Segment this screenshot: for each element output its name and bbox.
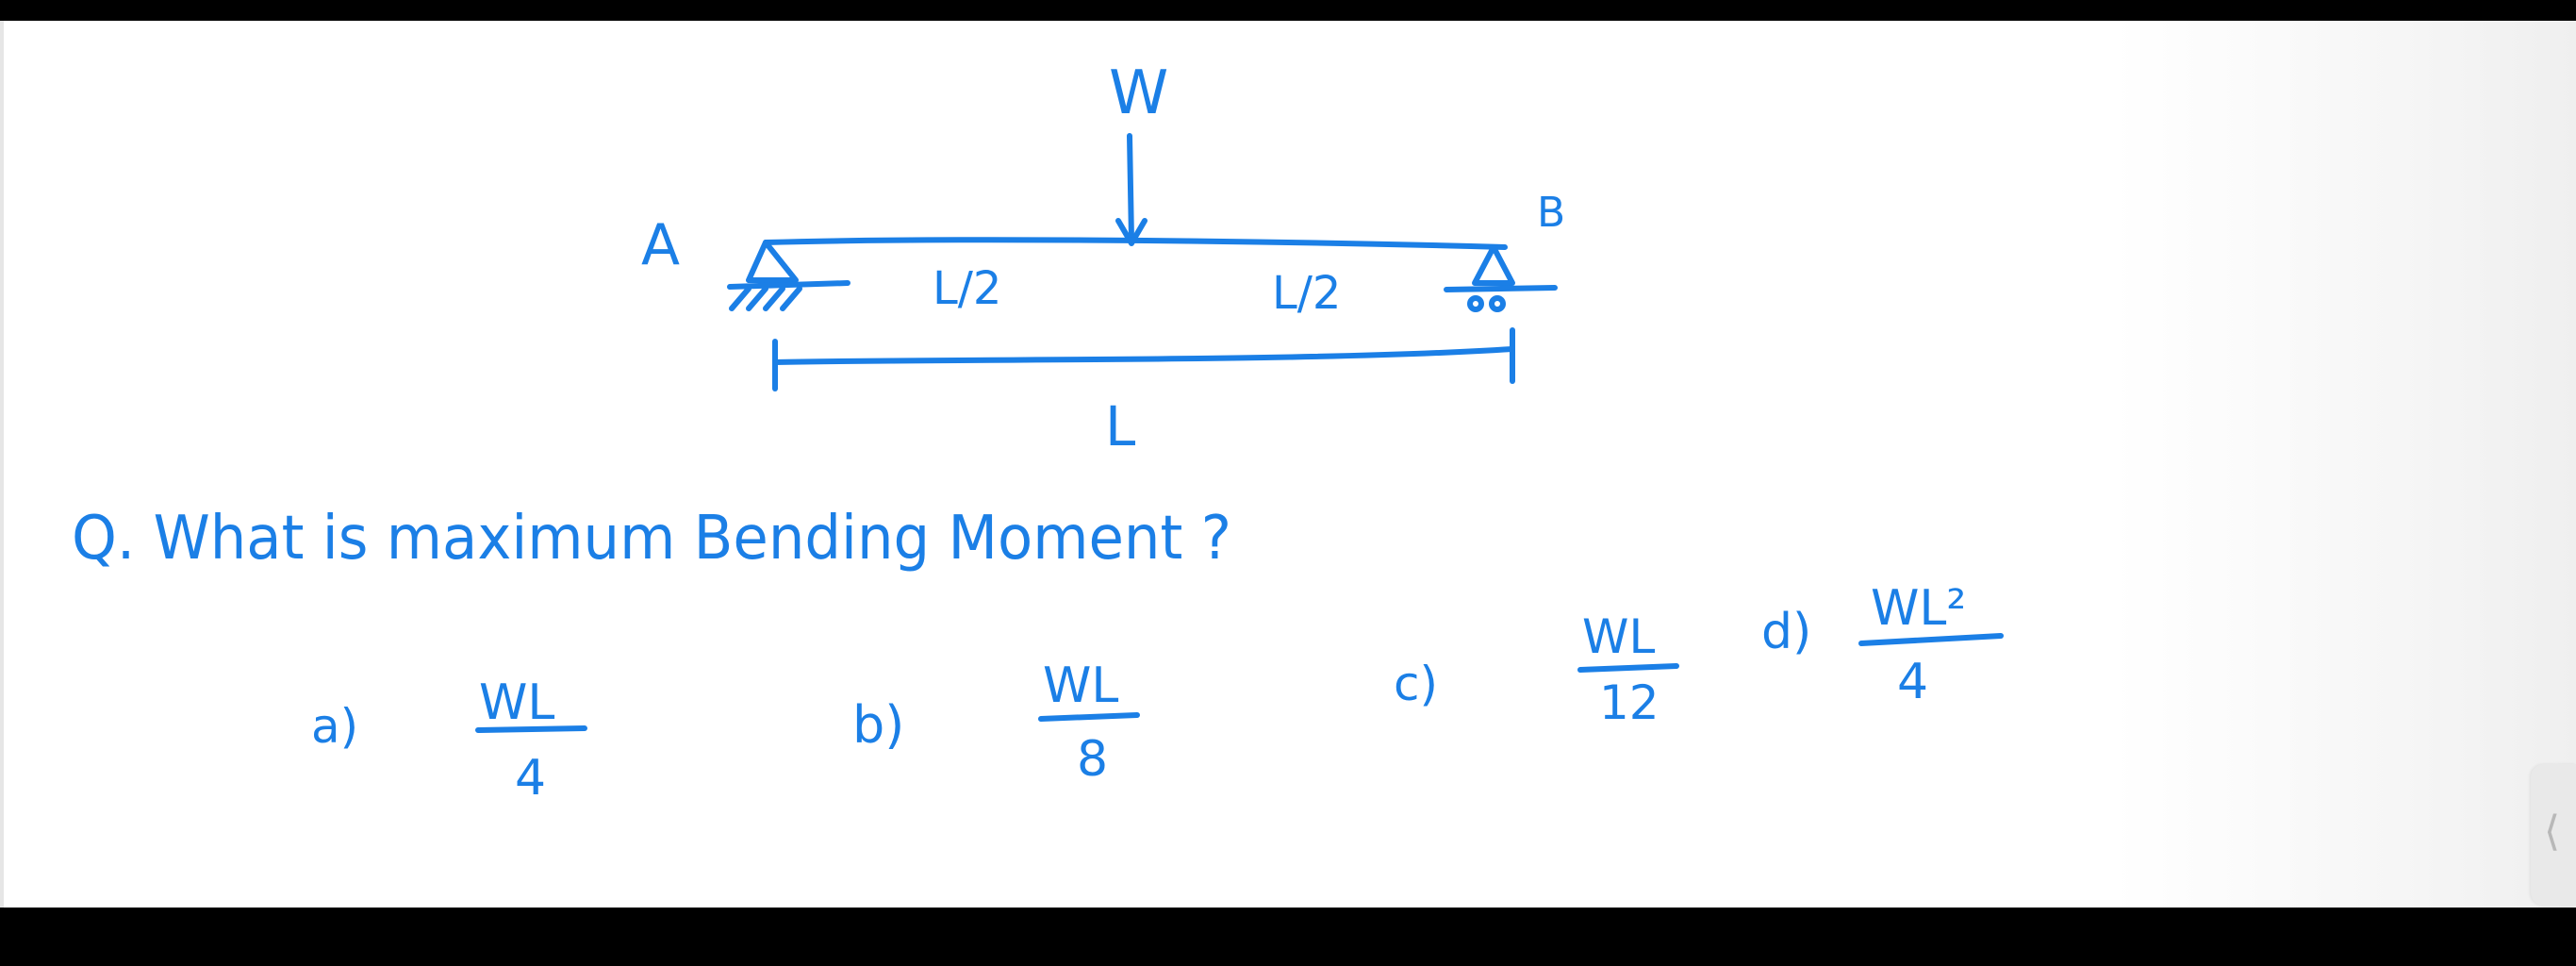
fraction-bar-b xyxy=(1038,712,1140,722)
option-d-numerator: WL² xyxy=(1871,580,1966,637)
ground-line-b xyxy=(1444,285,1558,292)
question-text: Q. What is maximum Bending Moment ? xyxy=(72,504,1231,574)
option-a-numerator: WL xyxy=(479,675,554,731)
half-span-right-label: L/2 xyxy=(1272,267,1341,320)
side-panel-handle[interactable]: ⟨ xyxy=(2531,764,2576,906)
fraction-bar-a xyxy=(475,725,587,733)
half-span-left-label: L/2 xyxy=(933,262,1001,315)
bottom-bar xyxy=(0,908,2576,966)
roller-support-b xyxy=(1472,244,1515,286)
option-b-denominator: 8 xyxy=(1077,731,1108,788)
option-b-label: b) xyxy=(852,695,904,755)
option-a-label: a) xyxy=(311,699,358,754)
load-arrowhead xyxy=(1115,218,1148,246)
roller-circles-b xyxy=(1467,295,1506,312)
option-c-label: c) xyxy=(1394,657,1438,711)
span-label: L xyxy=(1105,394,1135,458)
support-b-label: B xyxy=(1537,189,1565,237)
fraction-bar-d xyxy=(1858,633,2004,646)
option-a-denominator: 4 xyxy=(515,750,546,807)
option-d-denominator: 4 xyxy=(1897,654,1928,710)
ground-hatch-a xyxy=(729,286,802,311)
support-a-label: A xyxy=(641,212,680,278)
option-b-numerator: WL xyxy=(1043,658,1118,714)
fraction-bar-c xyxy=(1577,663,1679,673)
option-c-numerator: WL xyxy=(1582,609,1655,664)
load-label: W xyxy=(1109,58,1168,128)
pin-support-a xyxy=(746,240,799,283)
option-d-label: d) xyxy=(1761,604,1811,660)
top-bar xyxy=(0,0,2576,21)
beam xyxy=(763,237,1508,250)
handwriting-layer: W A B L/2 L/2 L Q. What is maximum Bendi… xyxy=(72,58,2004,807)
option-c-denominator: 12 xyxy=(1599,675,1660,730)
chevron-left-icon: ⟨ xyxy=(2544,808,2561,856)
drawing-canvas[interactable]: W A B L/2 L/2 L Q. What is maximum Bendi… xyxy=(0,21,2576,908)
load-arrow xyxy=(1127,133,1134,242)
dimension-line xyxy=(772,346,1515,365)
